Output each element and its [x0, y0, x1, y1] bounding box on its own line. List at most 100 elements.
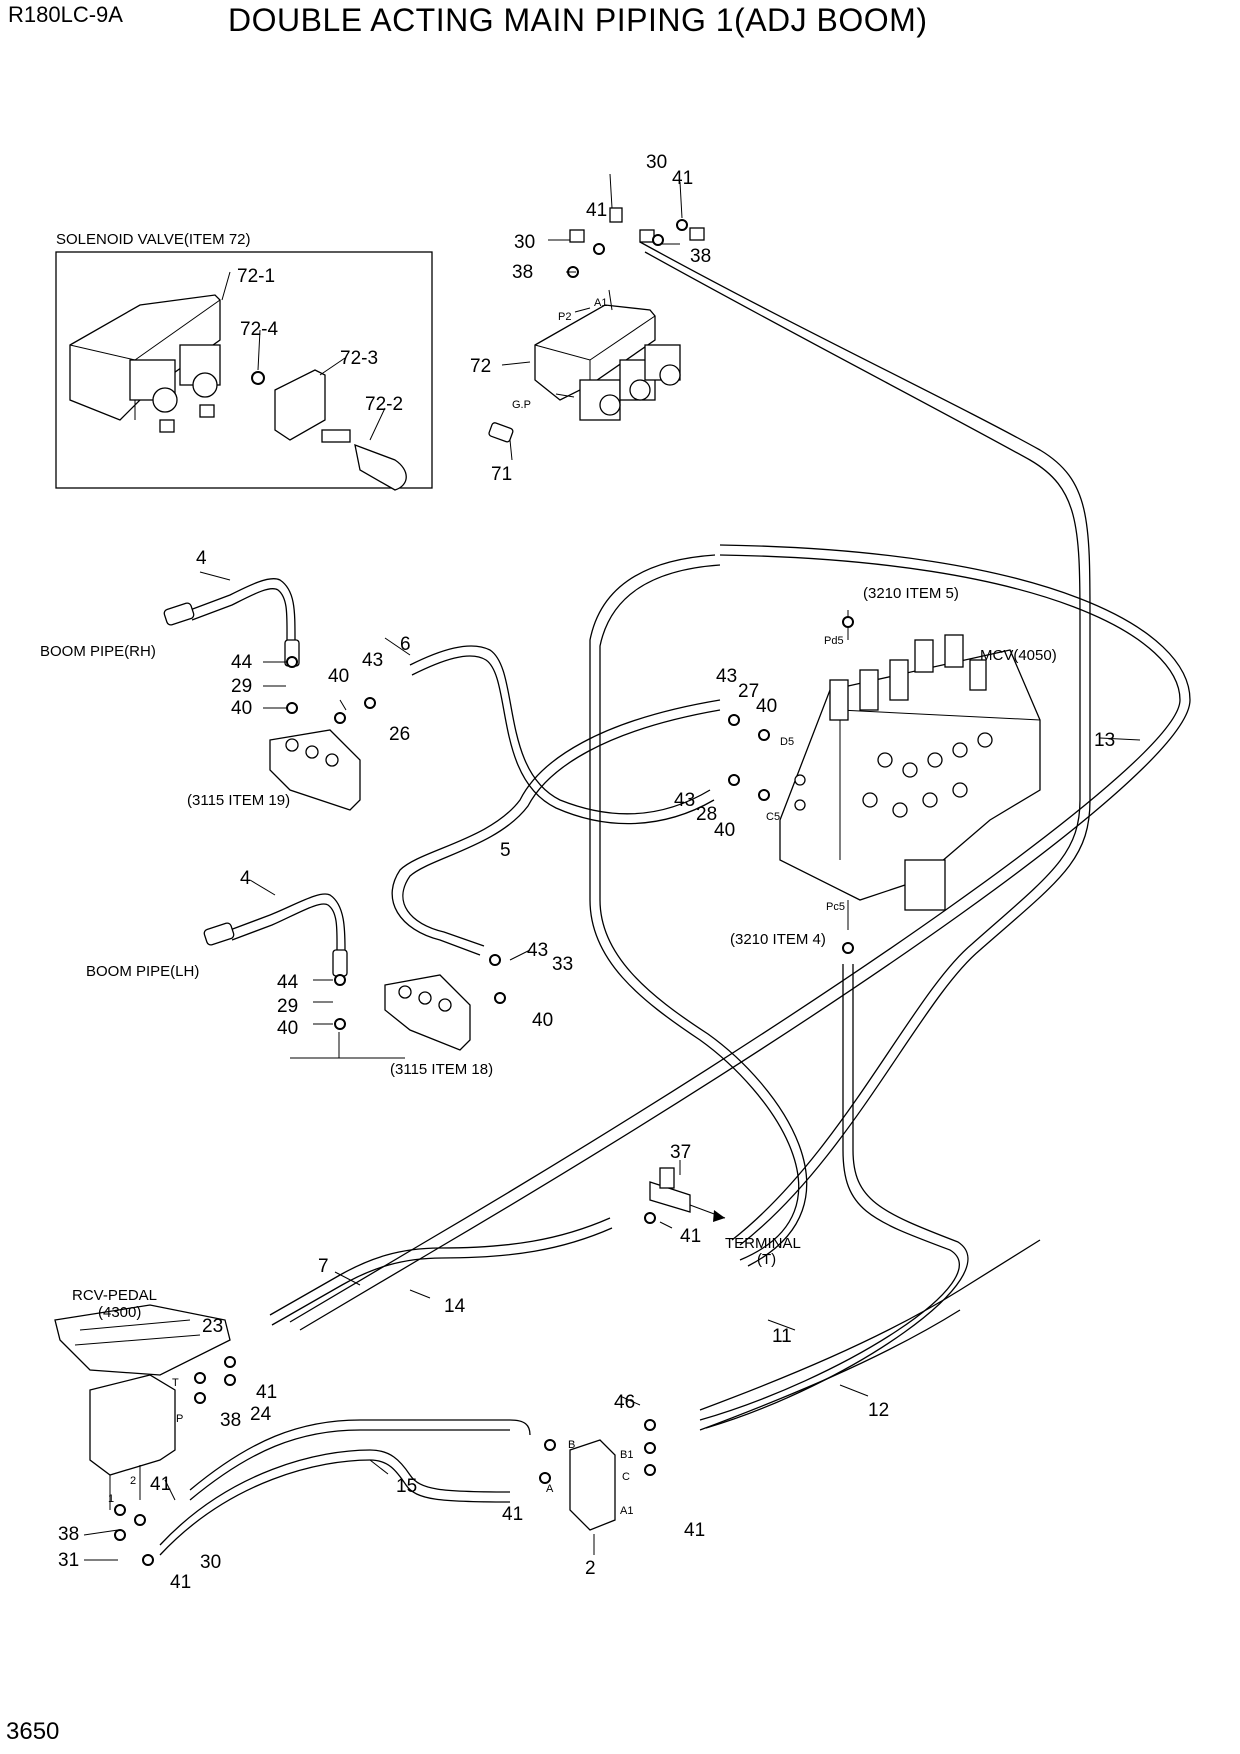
port-p: P: [176, 1413, 183, 1425]
callout-43: 43: [716, 666, 737, 687]
block-2: [569, 1439, 616, 1531]
callout-30: 30: [646, 152, 667, 173]
callout-38: 38: [512, 262, 533, 283]
pipe-11: [699, 1239, 1041, 1431]
port-d5: D5: [780, 736, 794, 748]
pipe-13: [639, 241, 1091, 1246]
callout-41: 41: [256, 1382, 277, 1403]
port-1: 1: [108, 1493, 114, 1505]
callout-28: 28: [696, 804, 717, 825]
port-c5: C5: [766, 811, 780, 823]
port-a1-top: A1: [594, 297, 607, 309]
callout-14: 14: [444, 1296, 466, 1317]
port-t: T: [172, 1377, 179, 1389]
mcv-4050: [779, 634, 1041, 911]
callout-40: 40: [231, 698, 252, 719]
block-3115-18: [384, 974, 471, 1051]
solenoid-valve-72: [488, 207, 705, 443]
label-ref-3210-4: (3210 ITEM 4): [730, 931, 826, 948]
callout-40: 40: [714, 820, 735, 841]
callout-4: 4: [196, 548, 207, 569]
tee-37: [649, 1167, 726, 1222]
callout-38: 38: [58, 1524, 79, 1545]
callout-27: 27: [738, 681, 759, 702]
pipe-12: [699, 964, 969, 1429]
callout-41: 41: [672, 168, 693, 189]
port-a: A: [546, 1483, 554, 1495]
callout-41: 41: [586, 200, 607, 221]
port-a1: A1: [620, 1505, 633, 1517]
callout-30: 30: [200, 1552, 221, 1573]
callout-38: 38: [220, 1410, 241, 1431]
callout-5: 5: [500, 840, 511, 861]
port-2: 2: [130, 1475, 136, 1487]
port-pd5: Pd5: [824, 635, 844, 647]
label-terminal-t: (T): [757, 1251, 776, 1268]
callout-23: 23: [202, 1316, 223, 1337]
label-ref-3115-18: (3115 ITEM 18): [390, 1061, 493, 1078]
callout-41: 41: [502, 1504, 523, 1525]
callout-40: 40: [328, 666, 349, 687]
callout-40: 40: [756, 696, 777, 717]
callout-43: 43: [674, 790, 695, 811]
pipe-7: [269, 1217, 613, 1326]
label-rcv-pedal-num: (4300): [98, 1304, 141, 1321]
label-ref-3210-5: (3210 ITEM 5): [863, 585, 959, 602]
page-number: 3650: [6, 1718, 60, 1745]
callout-31: 31: [58, 1550, 79, 1571]
callout-41: 41: [684, 1520, 705, 1541]
callout-40: 40: [277, 1018, 298, 1039]
callout-7: 7: [318, 1256, 329, 1277]
pipe-6: [409, 645, 715, 825]
port-c: C: [622, 1471, 630, 1483]
callout-29: 29: [277, 996, 298, 1017]
label-ref-3115-19: (3115 ITEM 19): [187, 792, 290, 809]
callout-29: 29: [231, 676, 252, 697]
callout-41: 41: [680, 1226, 701, 1247]
hose-4-lh: [203, 893, 348, 977]
callout-37: 37: [670, 1142, 691, 1163]
leader-lines: [83, 173, 1141, 1561]
callout-44: 44: [277, 972, 299, 993]
model-number: R180LC-9A: [8, 2, 123, 27]
callout-2: 2: [585, 1558, 596, 1579]
port-b1: B1: [620, 1449, 633, 1461]
label-boom-pipe-lh: BOOM PIPE(LH): [86, 963, 199, 980]
label-boom-pipe-rh: BOOM PIPE(RH): [40, 643, 156, 660]
page-title: DOUBLE ACTING MAIN PIPING 1(ADJ BOOM): [228, 2, 928, 38]
label-mcv: MCV(4050): [980, 647, 1057, 664]
port-pc5: Pc5: [826, 901, 845, 913]
label-rcv-pedal: RCV-PEDAL: [72, 1287, 157, 1304]
callout-6: 6: [400, 634, 411, 655]
callout-4: 4: [240, 868, 251, 889]
callout-33: 33: [552, 954, 573, 975]
callout-44: 44: [231, 652, 253, 673]
solenoid-inset: [55, 251, 433, 491]
pipe-14: [289, 544, 1191, 1331]
callout-72-3: 72-3: [340, 348, 378, 369]
port-p2: P2: [558, 311, 571, 323]
callout-24: 24: [250, 1404, 272, 1425]
callout-38: 38: [690, 246, 711, 267]
callout-15: 15: [396, 1476, 417, 1497]
callout-72-4: 72-4: [240, 319, 278, 340]
callout-72-2: 72-2: [365, 394, 403, 415]
inset-title: SOLENOID VALVE(ITEM 72): [56, 231, 251, 248]
callout-72: 72: [470, 356, 491, 377]
callout-72-1: 72-1: [237, 266, 275, 287]
callout-13: 13: [1094, 730, 1115, 751]
callout-30: 30: [514, 232, 535, 253]
block-3115-19: [269, 729, 361, 811]
o-rings: [114, 616, 854, 1566]
callout-11: 11: [772, 1326, 792, 1347]
callout-43: 43: [362, 650, 383, 671]
callout-41: 41: [150, 1474, 171, 1495]
hose-4-rh: [163, 578, 300, 667]
port-b: B: [568, 1439, 575, 1451]
label-terminal: TERMINAL: [725, 1235, 801, 1252]
callout-46: 46: [614, 1392, 635, 1413]
callout-41: 41: [170, 1572, 191, 1593]
rcv-pedal-4300: [54, 1304, 231, 1510]
callout-12: 12: [868, 1400, 889, 1421]
